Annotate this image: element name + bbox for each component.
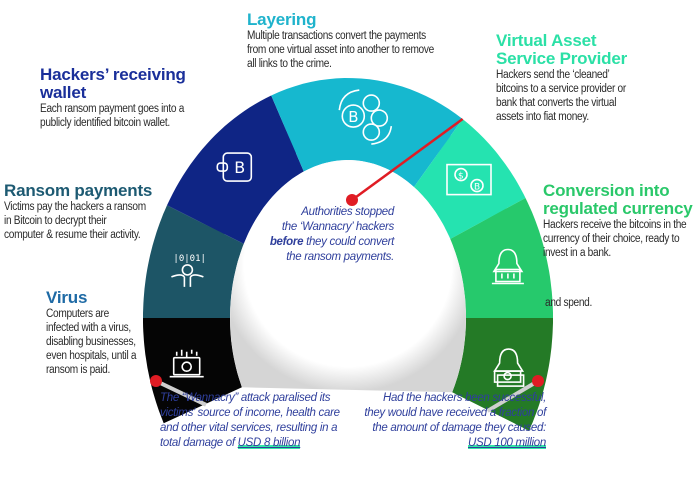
right-marker-pin-line — [486, 379, 540, 413]
stage-layering-text: Layering Multiple transactions convert t… — [247, 11, 459, 71]
stage-icons: |0|01|BB$B — [169, 89, 525, 387]
stage-title: Virtual Asset Service Provider — [496, 32, 644, 68]
arc-segment-layering — [271, 78, 463, 187]
desc-line: all links to the crime. — [247, 58, 332, 70]
infected-laptop-skull-icon — [169, 349, 204, 378]
note-line: The “Wannacry” attack paralised its — [160, 392, 331, 404]
svg-text:B: B — [234, 158, 245, 177]
desc-line: from one virtual asset into another to r… — [247, 44, 434, 56]
stage-description: Multiple transactions convert the paymen… — [247, 29, 434, 71]
desc-line: Hackers send the ‘cleaned’ — [496, 69, 610, 81]
note-line: Authorities stopped — [301, 206, 394, 218]
stage-description: Victims pay the hackers a ransom in Bitc… — [4, 200, 146, 242]
svg-text:B: B — [474, 183, 480, 193]
title-line: wallet — [40, 83, 87, 102]
desc-line: Hackers receive the bitcoins in the — [543, 219, 687, 231]
title-line: regulated currency — [543, 199, 693, 218]
title-line: Hackers’ receiving — [40, 65, 186, 84]
center-note: Authorities stopped the ‘Wannacry’ hacke… — [270, 205, 394, 265]
desc-line: bank that converts the virtual — [496, 97, 617, 109]
stage-description: Hackers receive the bitcoins in the curr… — [543, 218, 687, 260]
stage-title: Virus — [46, 288, 88, 307]
desc-line: in Bitcoin to decrypt their — [4, 215, 107, 227]
desc-line: Victims pay the hackers a ransom — [4, 201, 146, 213]
note-line: they would have received a fraction of — [364, 407, 546, 419]
bitcoin-wallet-icon: B — [216, 152, 253, 182]
hacker-bank-laptop-icon — [491, 248, 524, 285]
arc-segments — [143, 78, 553, 431]
inner-arc-shadow — [230, 160, 466, 393]
left-damage-note: The “Wannacry” attack paralised its vict… — [160, 391, 340, 451]
note-line: and other vital services, resulting in a — [160, 422, 338, 434]
desc-line: ransom is paid. — [46, 364, 111, 376]
desc-line: publicly identified bitcoin wallet. — [40, 117, 170, 129]
hacker-cash-icon — [493, 348, 525, 387]
left-marker-pin-dot — [150, 375, 162, 387]
desc-line: assets into fiat money. — [496, 111, 589, 123]
stage-title: Hackers’ receiving wallet — [40, 66, 204, 102]
arc-segment-virus — [143, 318, 242, 424]
desc-line: Computers are — [46, 308, 109, 320]
note-text: total damage of — [160, 437, 238, 449]
emphasis: before — [269, 236, 304, 248]
stage-receiving-wallet-text: Hackers’ receiving wallet Each ransom pa… — [40, 66, 204, 130]
note-line: victims’ source of income, health care — [160, 407, 340, 419]
desc-line: Each ransom payment goes into a — [40, 103, 185, 115]
stage-description: and spend. — [545, 296, 592, 310]
stage-vasp-text: Virtual Asset Service Provider Hackers s… — [496, 32, 644, 124]
stage-description: Each ransom payment goes into a publicly… — [40, 102, 184, 130]
right-proceeds-note: Had the hackers been successful, they wo… — [364, 391, 546, 451]
note-line: the amount of damage they caused: — [372, 422, 546, 434]
desc-line: currency of their choice, ready to — [543, 233, 680, 245]
desc-line: even hospitals, until a — [46, 350, 137, 362]
right-marker-pin-dot — [532, 375, 544, 387]
damage-amount: USD 8 billion — [237, 437, 301, 449]
svg-text:$: $ — [458, 172, 464, 182]
marker-pins — [150, 118, 544, 413]
desc-line: bitcoins to a service provider or — [496, 83, 626, 95]
stage-ransom-payments-text: Ransom payments Victims pay the hackers … — [4, 182, 165, 242]
svg-text:|0|01|: |0|01| — [173, 254, 206, 264]
authorities-stop-marker-pin-line — [351, 118, 464, 202]
stage-virus-text: Virus Computers are infected with a viru… — [46, 289, 149, 377]
title-line: Service Provider — [496, 49, 627, 68]
stage-description: Hackers send the ‘cleaned’ bitcoins to a… — [496, 68, 626, 124]
note-line: Had the hackers been successful, — [383, 392, 546, 404]
desc-line: infected with a virus, — [46, 322, 131, 334]
arc-segment-vasp — [414, 119, 526, 239]
title-line: Virtual Asset — [496, 31, 597, 50]
note-line: the ransom payments. — [286, 251, 394, 263]
proceeds-amount: USD 100 million — [468, 437, 546, 449]
stage-title: Ransom payments — [4, 181, 153, 200]
crypto-exchange-cycle-icon: B — [338, 89, 393, 145]
arc-segment-receiving-wallet — [167, 95, 304, 244]
desc-line: Multiple transactions convert the paymen… — [247, 30, 426, 42]
left-marker-pin-line — [155, 379, 207, 407]
stage-title: Conversion into regulated currency — [543, 182, 696, 218]
arc-segment-ransom-payments — [143, 205, 244, 318]
dollar-bitcoin-exchange-icon: $B — [446, 163, 492, 196]
arc-segment-conversion — [450, 198, 553, 318]
svg-text:B: B — [348, 108, 358, 126]
note-line: the ‘Wannacry’ hackers — [281, 221, 394, 233]
note-line: before they could convert — [270, 235, 394, 250]
desc-line: disabling businesses, — [46, 336, 136, 348]
stage-description: Computers are infected with a virus, dis… — [46, 307, 137, 377]
desc-line: invest in a bank. — [543, 247, 611, 259]
stage-title: Layering — [247, 10, 317, 29]
title-line: Conversion into — [543, 181, 670, 200]
note-text: they could convert — [303, 236, 394, 248]
desc-line: computer & resume their activity. — [4, 229, 141, 241]
note-line: USD 100 million — [364, 436, 546, 451]
authorities-stop-marker-pin-dot — [346, 194, 358, 206]
stage-spend-text: and spend. — [545, 296, 598, 310]
desc-line: and spend. — [545, 297, 593, 309]
note-line: total damage of USD 8 billion — [160, 436, 340, 451]
stage-conversion-text: Conversion into regulated currency Hacke… — [543, 182, 696, 260]
hacker-binary-code-icon: |0|01| — [171, 254, 206, 287]
